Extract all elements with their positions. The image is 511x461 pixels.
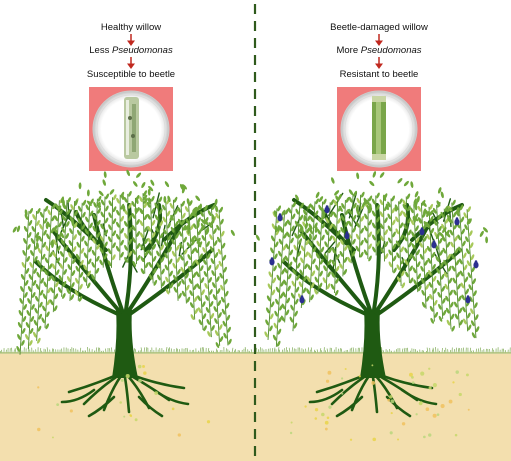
- beetle-icon: [473, 261, 479, 269]
- beetle-icon: [431, 241, 437, 249]
- beetle-icon: [269, 258, 275, 266]
- left-outcome: Susceptible to beetle: [86, 69, 176, 80]
- beetle-icon: [344, 232, 350, 240]
- right-bacteria-prefix: More: [336, 45, 361, 56]
- beetle-icon: [277, 214, 283, 222]
- petri-dish-icon: [89, 87, 173, 171]
- beetle-icon: [324, 206, 330, 214]
- left-bacteria-label: Less Pseudomonas: [31, 45, 231, 56]
- left-title: Healthy willow: [100, 22, 162, 33]
- beetle-icon: [454, 218, 460, 226]
- right-title: Beetle-damaged willow: [330, 22, 428, 33]
- beetle-icon: [299, 296, 305, 304]
- down-arrow-icon: [375, 34, 383, 46]
- right-bacteria-label: More Pseudomonas: [279, 45, 479, 56]
- down-arrow-icon: [127, 34, 135, 46]
- right-outcome: Resistant to beetle: [339, 69, 419, 80]
- willow-tree-icon: [12, 169, 235, 418]
- beetle-icon: [419, 228, 425, 236]
- beetle-icon: [465, 296, 471, 304]
- left-bacteria-name: Pseudomonas: [111, 45, 173, 56]
- left-bacteria-prefix: Less: [89, 45, 112, 56]
- grass-line: [0, 346, 511, 354]
- right-bacteria-name: Pseudomonas: [360, 45, 422, 56]
- petri-dish-icon: [337, 87, 421, 171]
- down-arrow-icon: [127, 57, 135, 69]
- willow-tree-icon: [255, 171, 489, 418]
- down-arrow-icon: [375, 57, 383, 69]
- soil-speckles: [37, 364, 470, 442]
